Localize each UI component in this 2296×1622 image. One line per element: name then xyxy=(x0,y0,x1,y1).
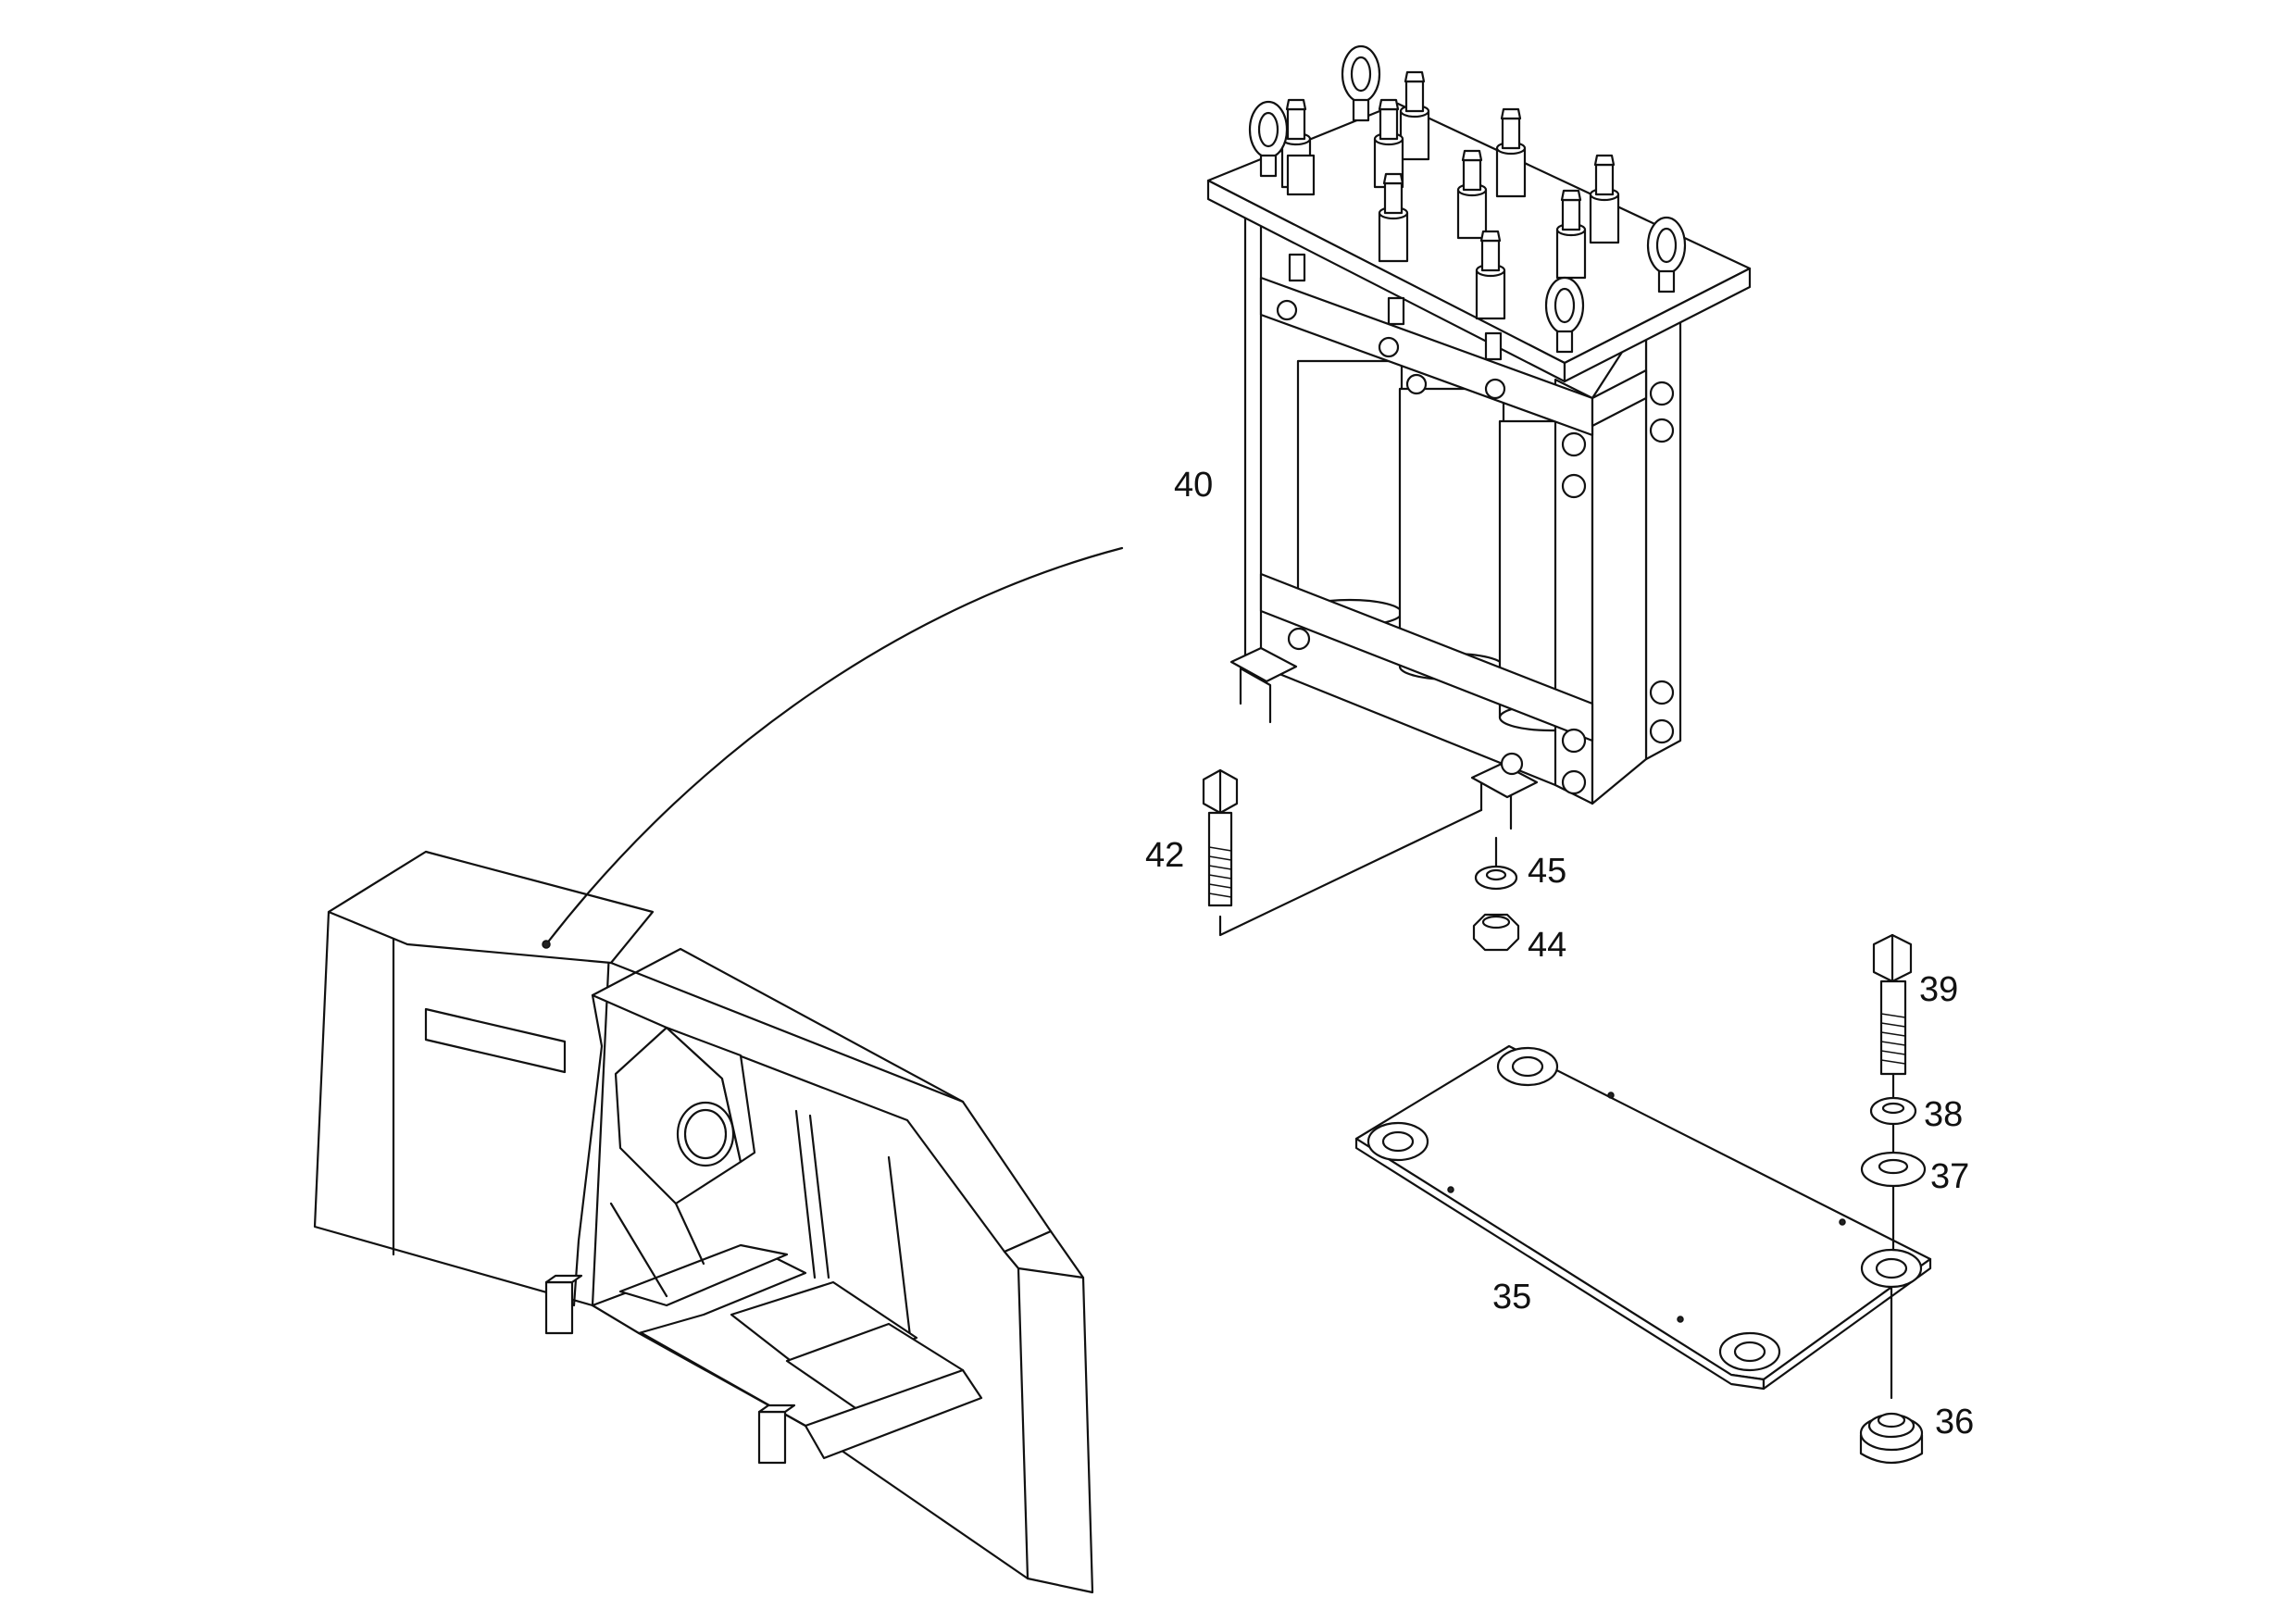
base-plate xyxy=(1354,1044,1932,1391)
machine-enclosure xyxy=(313,546,1124,1594)
part-label-42: 42 xyxy=(1145,836,1185,875)
part-label-39: 39 xyxy=(1919,970,1959,1009)
part-label-35: 35 xyxy=(1492,1278,1532,1316)
capacitor-unit xyxy=(1206,44,1752,830)
bolt-42-assembly xyxy=(1202,768,1520,952)
part-label-44: 44 xyxy=(1528,926,1567,965)
part-label-37: 37 xyxy=(1930,1157,1970,1196)
part-label-40: 40 xyxy=(1174,466,1214,505)
lifting-eyes xyxy=(1248,44,1687,354)
terminal-studs xyxy=(1280,70,1620,320)
part-label-36: 36 xyxy=(1935,1403,1975,1441)
part-label-45: 45 xyxy=(1528,852,1567,891)
part-label-38: 38 xyxy=(1924,1095,1964,1134)
mount-bolt-assembly xyxy=(1859,933,1927,1464)
